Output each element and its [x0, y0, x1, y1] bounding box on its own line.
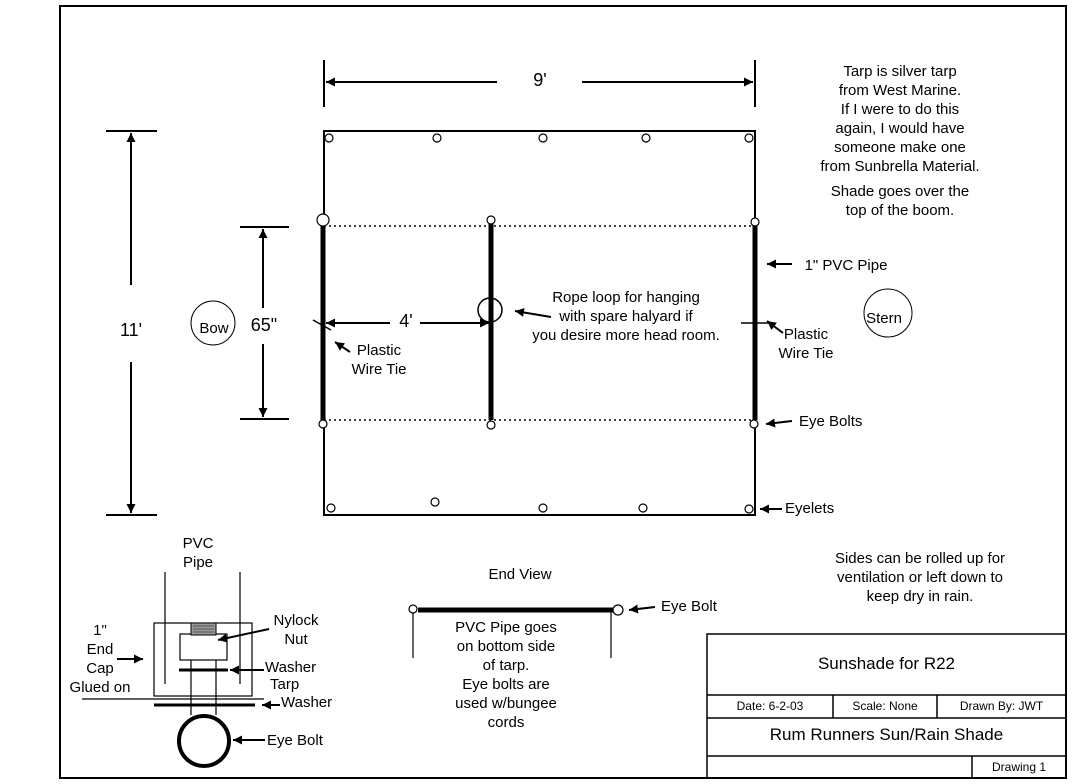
eyelet — [432, 133, 442, 143]
bow-circle — [190, 300, 236, 346]
title-block — [706, 633, 1067, 779]
stern-label: Stern — [866, 310, 902, 327]
eye-bolts-label: Eye Bolts — [799, 413, 863, 430]
detail-washer-top-label: Washer — [265, 659, 317, 676]
center-spacing-label: 4' — [399, 311, 413, 331]
pipe-spacing-dimension — [240, 226, 289, 420]
eye-bolt — [486, 420, 496, 430]
title-block-drawn-by: Drawn By: JWT — [959, 699, 1044, 713]
eyelet — [638, 503, 648, 513]
pvc-pipe-label: 1" PVC Pipe — [804, 257, 888, 274]
rope-loop-label: Rope loop for hanging with spare halyard… — [532, 289, 720, 344]
eye-bolt — [318, 419, 328, 429]
detail-tarp-label: Tarp — [270, 676, 300, 693]
wire-tie-left-label: Plastic Wire Tie — [351, 342, 407, 378]
drawing-border — [59, 5, 1067, 779]
eyelets-label: Eyelets — [785, 500, 835, 517]
eyelets — [316, 133, 760, 514]
title-block-subtitle: Rum Runners Sun/Rain Shade — [769, 725, 1004, 744]
wire-tie-left — [312, 319, 332, 331]
end-view-note: PVC Pipe goes on bottom side of tarp. Ey… — [455, 619, 557, 731]
height-dimension — [106, 130, 157, 516]
bow-label: Bow — [199, 320, 229, 337]
title-block-drawing-number: Drawing 1 — [991, 760, 1047, 774]
eyelet — [326, 503, 336, 513]
title-block-date: Date: 6-2-03 — [736, 699, 804, 713]
callout-arrows — [334, 259, 793, 514]
eyelet — [538, 503, 548, 513]
detail-washer-bottom-label: Washer — [281, 694, 333, 711]
stern-circle — [863, 288, 913, 338]
bolt-detail — [82, 572, 280, 768]
height-label: 11' — [119, 320, 143, 340]
eye-bolt — [750, 217, 760, 227]
sides-note: Sides can be rolled up for ventilation o… — [834, 550, 1006, 605]
title-block-scale: Scale: None — [852, 699, 918, 713]
detail-end-cap-label: 1" End Cap Glued on — [69, 622, 131, 696]
width-label: 9' — [533, 70, 547, 90]
eye-bolt — [316, 213, 330, 227]
shade-note: Shade goes over the top of the boom. — [830, 183, 970, 219]
eyelet — [430, 497, 440, 507]
eyelet — [744, 133, 754, 143]
end-view-eye-bolt-label: Eye Bolt — [661, 598, 717, 615]
tarp-note: Tarp is silver tarp from West Marine. If… — [820, 63, 980, 175]
eyelet — [538, 133, 548, 143]
wire-tie-right-label: Plastic Wire Tie — [778, 326, 834, 362]
detail-pvc-pipe-label: PVC Pipe — [182, 535, 214, 571]
eye-bolt — [486, 215, 496, 225]
detail-nylock-nut-label: Nylock Nut — [273, 612, 319, 648]
eyelet — [641, 133, 651, 143]
end-view-title: End View — [488, 566, 552, 583]
end-view — [408, 604, 656, 658]
width-dimension — [323, 60, 756, 107]
eyelet — [744, 504, 754, 514]
detail-eye-bolt-label: Eye Bolt — [267, 732, 323, 749]
pipe-spacing-label: 65" — [250, 315, 278, 335]
title-block-title: Sunshade for R22 — [817, 654, 956, 673]
eyelet — [324, 133, 334, 143]
rope-loop — [477, 297, 503, 323]
eye-bolt — [749, 419, 759, 429]
